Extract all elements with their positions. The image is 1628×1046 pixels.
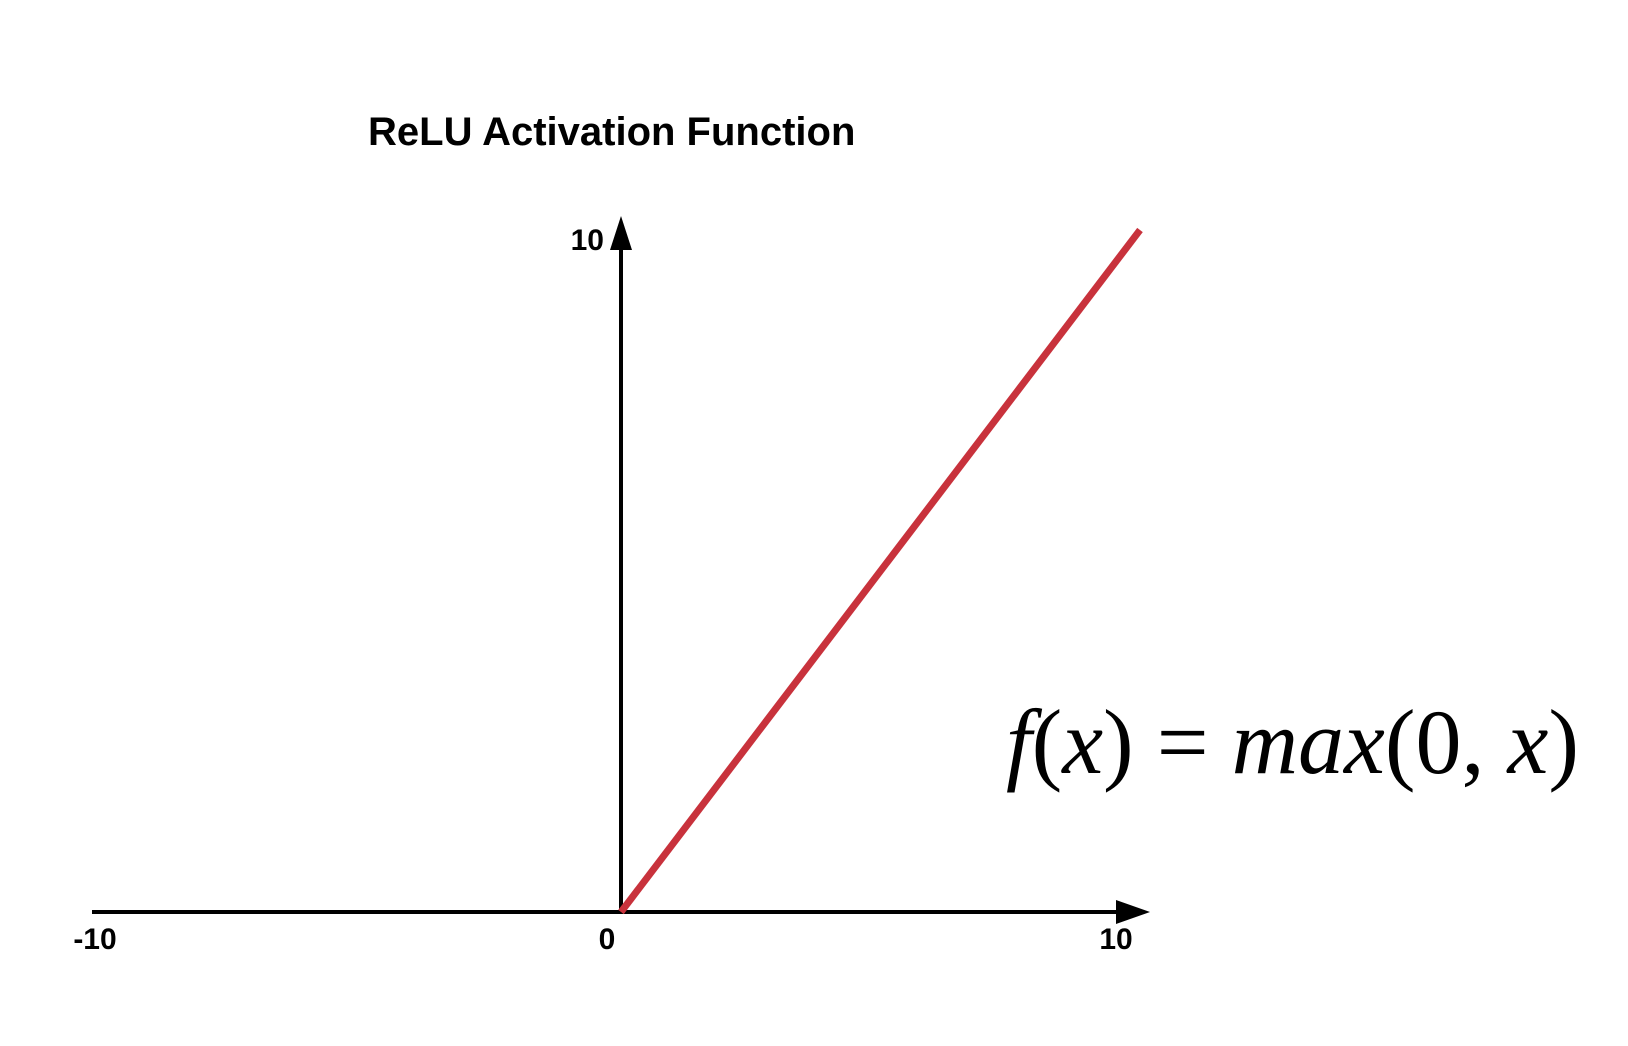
- y-axis-arrowhead: [610, 216, 632, 250]
- formula-comma: ,: [1462, 691, 1508, 793]
- tick-labels: -10 0 10 10: [73, 224, 1132, 956]
- formula-open-paren-2: (: [1385, 691, 1416, 793]
- relu-formula: f(x) = max(0, x): [1006, 691, 1579, 793]
- formula-equals: =: [1134, 691, 1232, 793]
- formula-max: max: [1232, 691, 1385, 793]
- axes: [92, 216, 1150, 924]
- formula-zero: 0: [1416, 691, 1462, 793]
- y-tick-label-max: 10: [571, 224, 604, 257]
- x-tick-label-min: -10: [73, 923, 116, 956]
- x-tick-label-max: 10: [1099, 923, 1132, 956]
- chart-title: ReLU Activation Function: [368, 110, 855, 154]
- x-axis-arrowhead: [1116, 900, 1150, 924]
- x-tick-label-zero: 0: [599, 923, 616, 956]
- formula-close-paren-2: ): [1548, 691, 1579, 793]
- formula-x-2: x: [1506, 691, 1549, 793]
- relu-series-line: [618, 227, 1143, 915]
- formula-close-paren: ): [1103, 691, 1134, 793]
- formula-open-paren: (: [1032, 691, 1063, 793]
- formula-x: x: [1060, 691, 1103, 793]
